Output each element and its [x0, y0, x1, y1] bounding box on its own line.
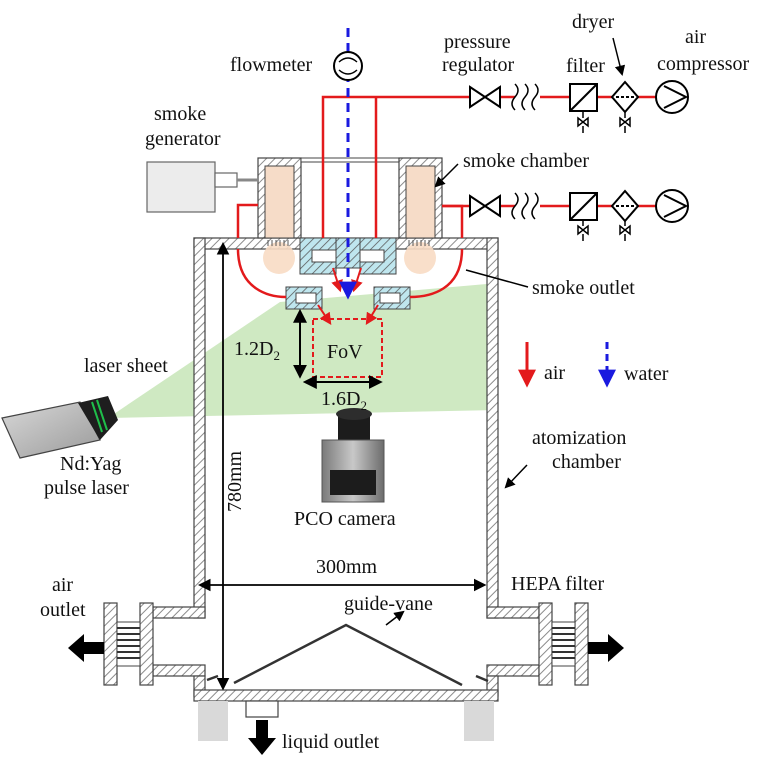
liquid-outlet-arrow	[248, 720, 276, 755]
label-air: air	[685, 26, 706, 48]
label-smoke-outlet: smoke outlet	[532, 277, 635, 299]
label-hepa-filter: HEPA filter	[511, 573, 604, 595]
label-liquid-outlet: liquid outlet	[282, 731, 380, 753]
air-outlet-arrow-left	[68, 634, 104, 662]
pressure-regulator-valve-icon	[469, 85, 501, 218]
atomization-chamber-walls	[152, 237, 540, 741]
label-guide-vane: guide-vane	[344, 593, 433, 615]
label-pulse-laser: pulse laser	[44, 477, 129, 499]
flowmeter-icon	[333, 51, 363, 81]
label-pressure: pressure	[444, 31, 511, 53]
label-smoke-chamber: smoke chamber	[463, 150, 589, 172]
label-fov: FoV	[327, 341, 363, 363]
smoke-chamber-left	[257, 157, 402, 239]
label-air-outlet-outlet: outlet	[40, 599, 86, 621]
label-pco-camera: PCO camera	[294, 508, 396, 530]
label-height: 780mm	[224, 450, 246, 512]
label-air-outlet-air: air	[52, 574, 73, 596]
label-smoke: smoke	[154, 103, 206, 125]
label-filter: filter	[566, 55, 605, 77]
label-flowmeter: flowmeter	[230, 54, 313, 76]
smoke-generator	[146, 161, 216, 213]
label-chamber: chamber	[552, 451, 621, 473]
legend-water-label: water	[624, 363, 669, 385]
guide-vane	[233, 623, 463, 687]
label-regulator: regulator	[442, 54, 515, 76]
label-compressor: compressor	[657, 53, 750, 75]
label-generator: generator	[145, 128, 221, 150]
air-outlet-filter-left	[103, 602, 154, 686]
pco-camera-icon	[321, 408, 385, 503]
label-laser-sheet: laser sheet	[84, 355, 168, 377]
air-outlet-arrow-right	[588, 634, 624, 662]
label-nd-yag: Nd:Yag	[60, 453, 121, 475]
label-atomization: atomization	[532, 427, 626, 449]
label-dryer: dryer	[572, 11, 615, 33]
legend-air-label: air	[544, 362, 565, 384]
air-lines	[236, 95, 656, 299]
laser-device-icon	[1, 396, 118, 459]
smoke-chamber-right	[398, 157, 443, 239]
air-compressor-icon	[655, 80, 689, 223]
label-width: 300mm	[316, 556, 378, 578]
dryer-icon	[610, 80, 640, 223]
hepa-filter-right	[538, 602, 589, 686]
label-dim-vertical: 1.2D2	[234, 338, 280, 363]
label-dim-horizontal: 1.6D2	[321, 388, 367, 413]
